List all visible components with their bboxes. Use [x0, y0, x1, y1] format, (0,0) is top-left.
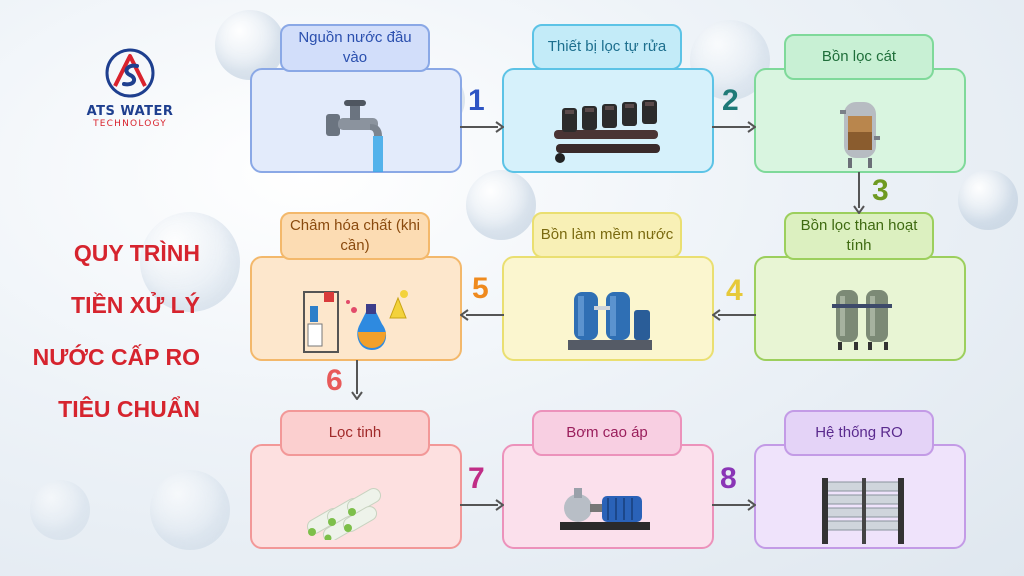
step-label-3: Bồn lọc cát — [784, 34, 934, 80]
background-bubble — [466, 170, 536, 240]
logo-name: ATS WATER — [86, 104, 174, 119]
step-number-1: 1 — [468, 84, 485, 117]
self-cleaning-filter-icon — [554, 100, 660, 163]
step-label-9: Hệ thống RO — [784, 410, 934, 456]
flow-arrow-3 — [853, 172, 865, 214]
step-number-8: 8 — [720, 462, 737, 495]
flow-arrow-5 — [460, 309, 504, 321]
step-number-6: 6 — [326, 364, 343, 397]
flow-arrow-7 — [460, 499, 504, 511]
step-label-4: Bồn lọc than hoạt tính — [784, 212, 934, 260]
step-number-5: 5 — [472, 272, 489, 305]
title-line-4: TIÊU CHUẨN — [58, 396, 200, 422]
step-box-2 — [502, 68, 714, 173]
title-line-3: NƯỚC CẤP RO — [32, 344, 200, 370]
company-logo: ATS WATER TECHNOLOGY — [78, 48, 182, 129]
high-pressure-pump-icon — [560, 488, 650, 530]
flow-arrow-2 — [712, 121, 756, 133]
title-line-2: TIỀN XỬ LÝ — [71, 292, 200, 318]
ro-system-icon — [822, 478, 904, 544]
step-number-7: 7 — [468, 462, 485, 495]
flow-arrow-1 — [460, 121, 504, 133]
background-bubble — [150, 470, 230, 550]
step-number-2: 2 — [722, 84, 739, 117]
title-line-1: QUY TRÌNH — [73, 240, 200, 266]
step-label-1: Nguồn nước đầu vào — [280, 24, 430, 72]
step-number-3: 3 — [872, 174, 889, 207]
background-bubble — [958, 170, 1018, 230]
step-box-4 — [754, 256, 966, 361]
step-box-7 — [250, 444, 462, 549]
step-label-5: Bồn làm mềm nước — [532, 212, 682, 258]
chemical-dosing-icon — [303, 290, 408, 353]
background-bubble — [140, 212, 240, 312]
step-label-2: Thiết bị lọc tự rửa — [532, 24, 682, 70]
flow-arrow-4 — [712, 309, 756, 321]
logo-tagline: TECHNOLOGY — [93, 119, 167, 129]
cartridge-filter-icon — [306, 488, 382, 540]
ats-logo-icon — [105, 48, 155, 98]
flow-arrow-8 — [712, 499, 756, 511]
step-label-7: Lọc tinh — [280, 410, 430, 456]
background-bubble — [30, 480, 90, 540]
step-number-4: 4 — [726, 274, 743, 307]
sand-filter-tank-icon — [840, 102, 880, 168]
water-softener-icon — [568, 292, 652, 350]
flow-arrow-6 — [351, 360, 363, 400]
water-tap-icon — [326, 100, 383, 172]
carbon-filter-tanks-icon — [832, 290, 892, 350]
step-label-6: Châm hóa chất (khi cần) — [280, 212, 430, 260]
step-label-8: Bơm cao áp — [532, 410, 682, 456]
